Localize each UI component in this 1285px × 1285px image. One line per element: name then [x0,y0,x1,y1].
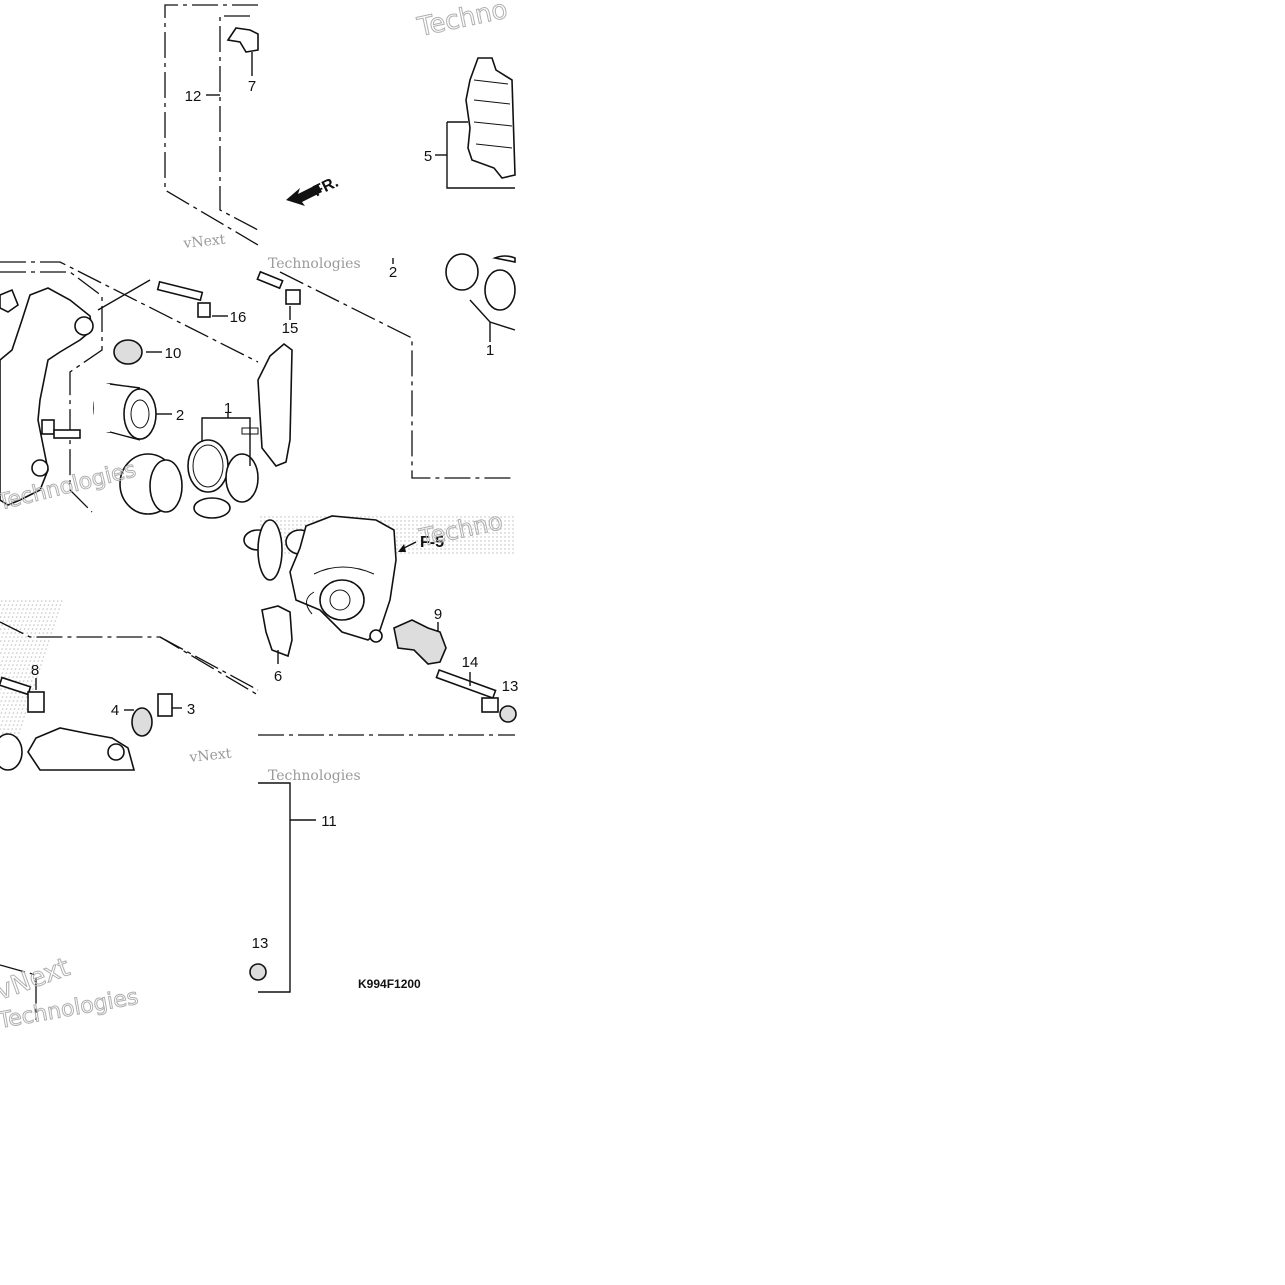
callout-6: 6 [274,668,282,685]
callout-3: 3 [187,701,195,718]
plug-13 [249,963,267,981]
tile-middle-left [0,261,293,519]
callout-11: 11 [321,813,337,830]
callout-4: 4 [111,702,119,719]
bolt-15 [256,270,284,290]
callout-12: 12 [185,88,202,105]
callout-1: 1 [224,400,232,417]
boot-9 [393,619,447,665]
pad-spring-7 [226,27,259,53]
callout-13: 13 [502,678,519,695]
caliper-body [289,515,397,641]
pin-8 [0,676,32,696]
tile-bottom-middle [257,515,517,736]
watermark-text: Technologies [268,256,361,272]
pad-spring-6 [261,605,293,658]
callout-14: 14 [462,654,479,671]
tile-top-left [164,4,259,246]
callout-1: 1 [486,342,494,359]
callout-16: 16 [230,309,247,326]
front-arrow-icon [286,184,322,206]
watermark-text: vNext [182,232,227,252]
callout-13: 13 [252,935,269,952]
brake-pad-5 [465,57,516,179]
piston-2a [123,388,157,440]
callout-8: 8 [31,662,39,679]
callout-2: 2 [176,407,184,424]
bleeder-cap-4 [131,707,153,737]
tile-top-middle [286,57,516,206]
tile-lower [0,782,316,1020]
callout-10: 10 [165,345,182,362]
diagram-code: K994F1200 [358,977,421,991]
tile-bottom-left [0,529,273,771]
caliper-bracket [0,287,93,506]
watermark-text: Techno [414,0,510,43]
watermark-text: vNext [188,746,233,766]
callout-15: 15 [282,320,299,337]
boot-10 [113,339,143,365]
callout-2: 2 [389,264,397,281]
watermark-text: Technologies [268,768,361,784]
callout-7: 7 [248,78,256,95]
bolt-16 [156,280,204,302]
caliper-body-lower [27,727,136,771]
reference-label: F-5 [420,534,444,551]
tile-middle [256,253,516,479]
front-label: FR. [311,174,342,201]
bleeder-screw-3 [157,693,173,717]
callout-5: 5 [424,148,432,165]
brake-pad [257,342,293,467]
seal-1a [187,439,229,493]
pin-14 [435,668,497,700]
callout-9: 9 [434,606,442,623]
